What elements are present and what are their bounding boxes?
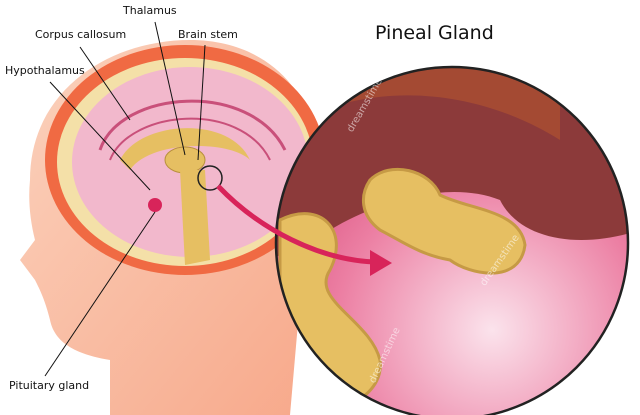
pointer-arrow — [216, 184, 376, 265]
corpus-callosum-shape — [120, 128, 250, 170]
label-corpus-callosum: Corpus callosum — [35, 28, 127, 41]
label-pituitary-gland: Pituitary gland — [9, 379, 90, 392]
label-leader-lines — [44, 21, 206, 377]
magnified-view — [276, 67, 628, 415]
pituitary-shape — [148, 198, 162, 212]
label-thalamus: Thalamus — [123, 4, 177, 17]
brain-stem-shape — [180, 170, 210, 265]
label-hypothalamus: Hypothalamus — [5, 64, 85, 77]
pineal-gland-shape — [361, 167, 527, 275]
diagram-title: Pineal Gland — [375, 22, 494, 44]
label-brain-stem: Brain stem — [178, 28, 238, 41]
